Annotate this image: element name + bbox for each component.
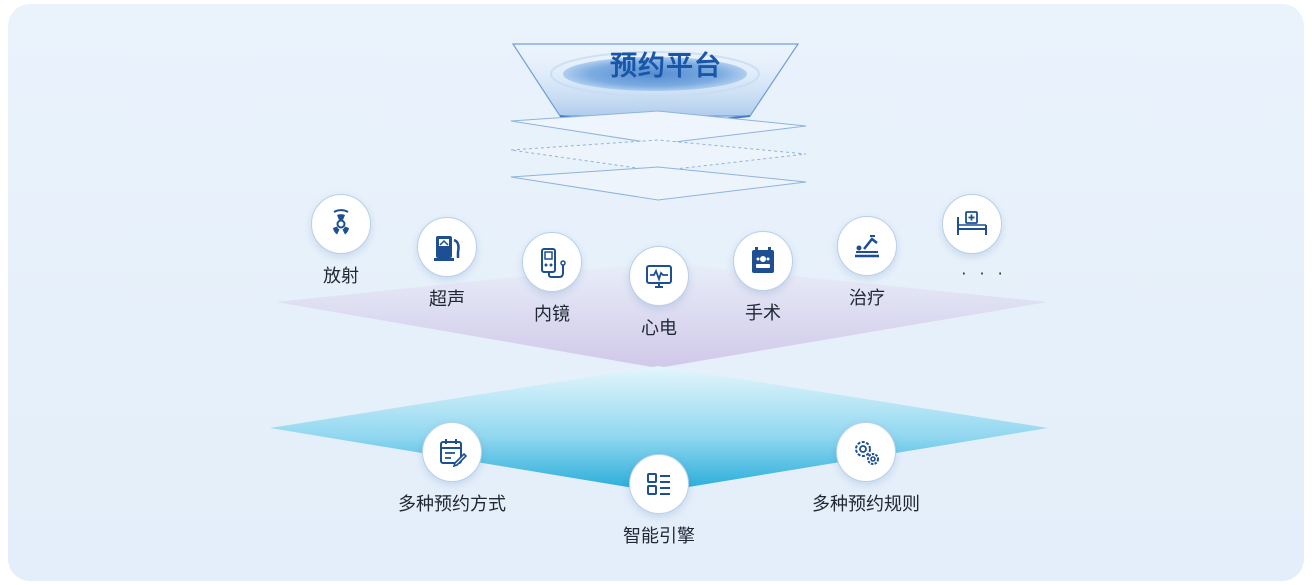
department-label: 治疗: [849, 288, 885, 309]
engine-node-rules[interactable]: 多种预约规则: [806, 422, 926, 516]
department-node-more[interactable]: [912, 194, 1032, 254]
engine-layer: [270, 366, 1048, 492]
engine-label: 智能引擎: [623, 526, 695, 547]
radiation-icon: [333, 209, 349, 235]
surgery-icon: [752, 247, 774, 273]
department-label: 手术: [745, 303, 781, 324]
department-label: 心电: [641, 318, 677, 339]
diagram-layers: [270, 43, 1048, 492]
ecg-monitor-icon: [646, 265, 672, 288]
hospital-bed-icon: [957, 211, 987, 235]
engine-node-methods[interactable]: 多种预约方式: [392, 422, 512, 516]
department-layer: [276, 262, 1048, 368]
engine-label: 多种预约方式: [398, 494, 506, 515]
layout-list-icon: [647, 473, 670, 495]
department-node-radiology[interactable]: 放射: [281, 194, 401, 288]
stacked-layers: [510, 110, 807, 201]
treatment-icon: [855, 235, 879, 258]
endoscope-icon: [541, 248, 566, 278]
department-node-treatment[interactable]: 治疗: [807, 216, 927, 310]
ultrasound-machine-icon: [434, 236, 460, 261]
department-node-ecg[interactable]: 心电: [599, 246, 719, 340]
gears-icon: [855, 441, 879, 465]
engine-node-smart[interactable]: 智能引擎: [599, 454, 719, 548]
platform-funnel: [511, 43, 800, 123]
department-label: 放射: [323, 266, 359, 287]
more-indicator: · · ·: [961, 264, 1007, 283]
engine-label: 多种预约规则: [812, 494, 920, 515]
platform-title: 预约平台: [610, 51, 722, 82]
department-label: 超声: [429, 289, 465, 310]
department-label: 内镜: [534, 304, 570, 325]
calendar-edit-icon: [440, 439, 468, 468]
department-node-endoscopy[interactable]: 内镜: [492, 232, 612, 326]
diagram-panel: 预约平台 放射 超声: [8, 4, 1304, 581]
department-node-ultrasound[interactable]: 超声: [387, 217, 507, 311]
department-node-surgery[interactable]: 手术: [703, 231, 823, 325]
